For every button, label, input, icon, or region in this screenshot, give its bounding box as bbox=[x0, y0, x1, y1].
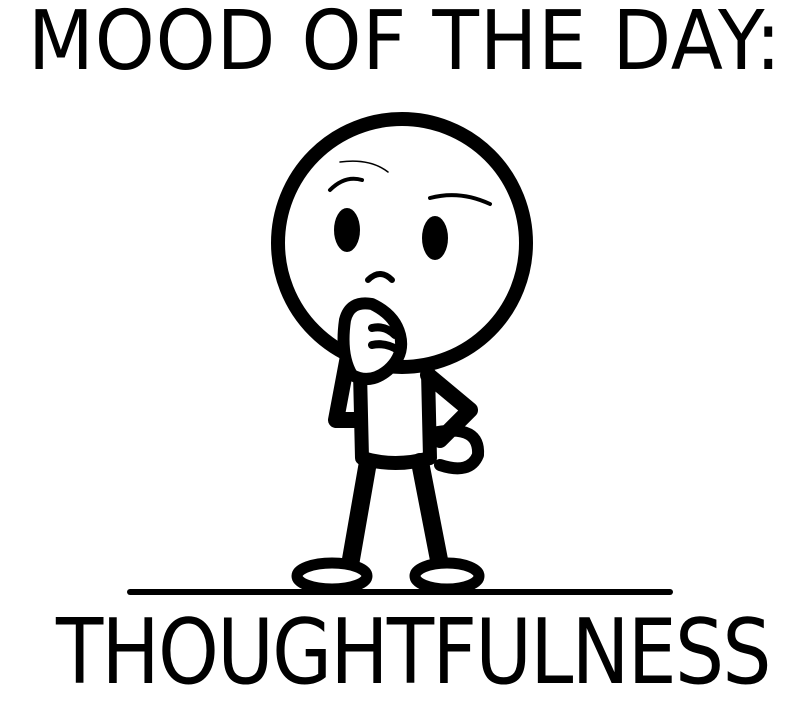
mood-label: THOUGHTFULNESS bbox=[56, 600, 772, 705]
head bbox=[271, 112, 533, 374]
left-foot bbox=[291, 557, 373, 595]
left-leg bbox=[341, 453, 377, 574]
right-eyebrow bbox=[428, 193, 492, 206]
left-eyebrow bbox=[328, 176, 364, 192]
right-eye bbox=[422, 216, 448, 260]
right-foot bbox=[409, 557, 485, 595]
right-leg bbox=[411, 453, 449, 574]
mouth bbox=[365, 271, 395, 283]
heading-title: MOOD OF THE DAY: bbox=[28, 0, 782, 89]
left-eye bbox=[334, 208, 360, 252]
right-hand bbox=[432, 424, 485, 475]
torso bbox=[353, 365, 437, 470]
